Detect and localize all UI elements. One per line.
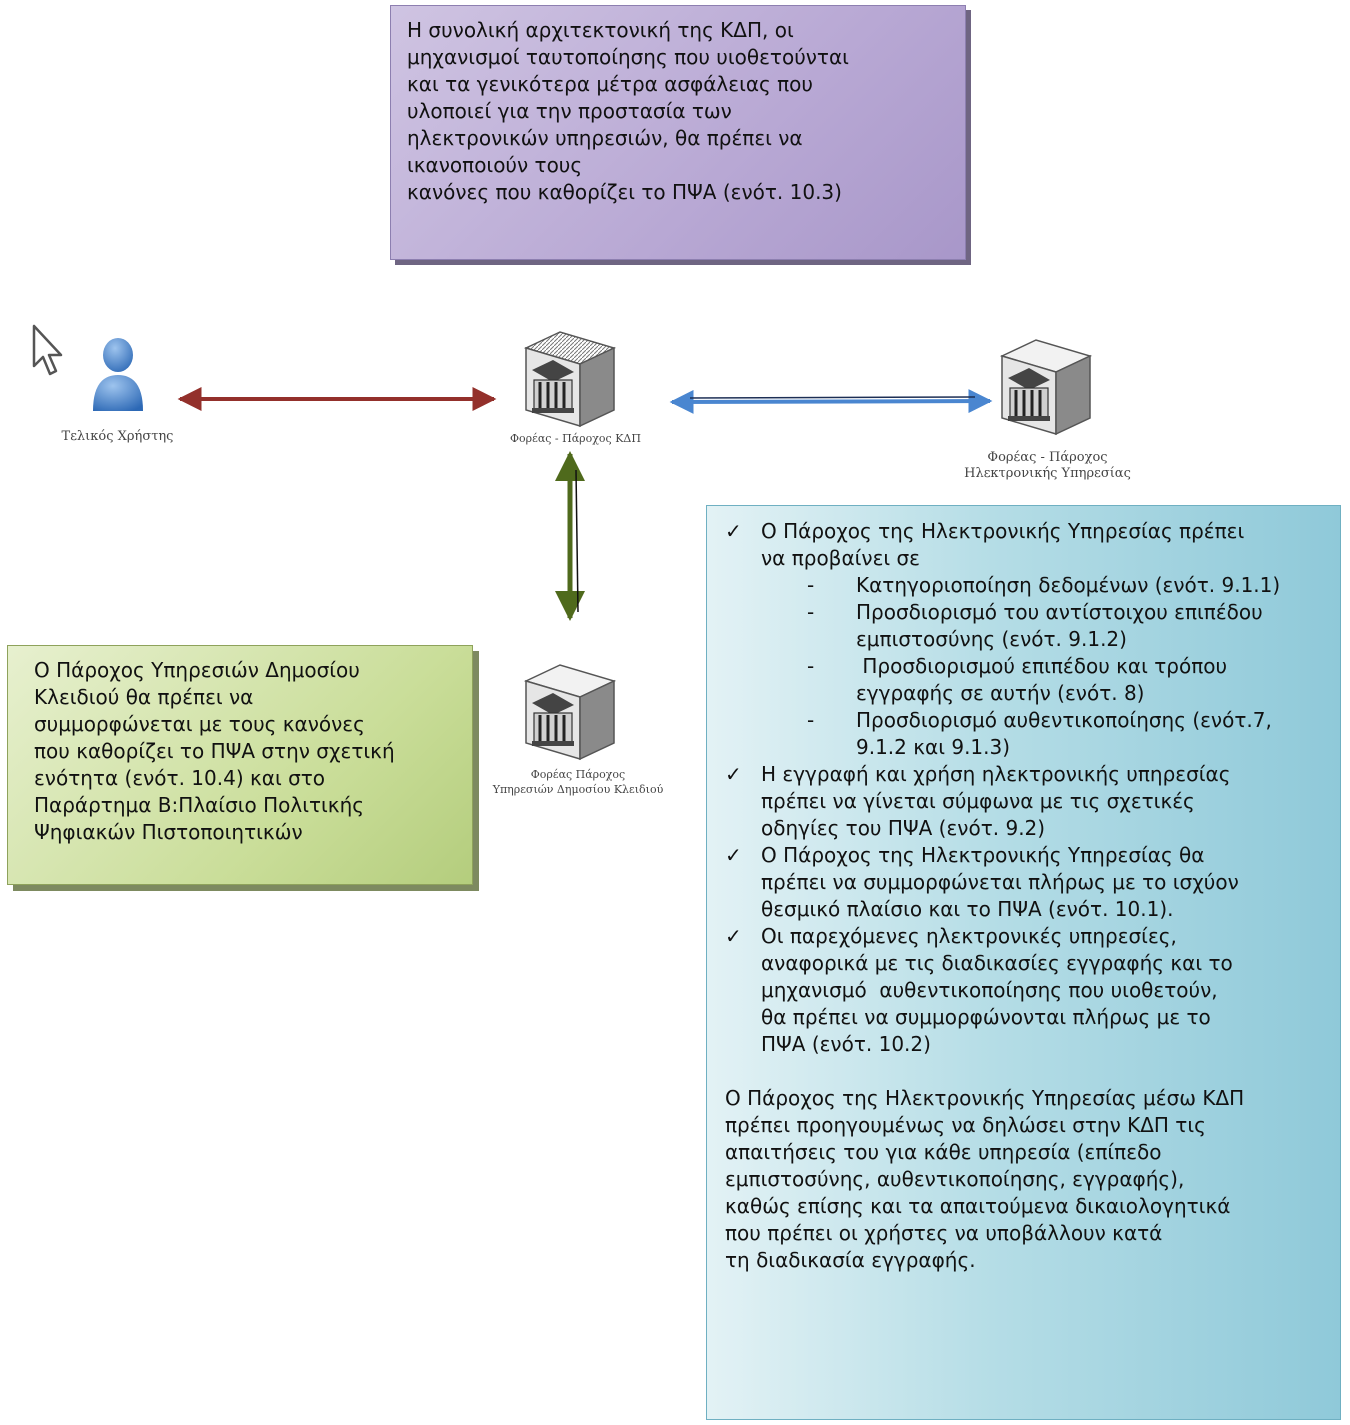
kdp-pki-arrow-outline (575, 469, 579, 613)
requirement-line: να προβαίνει σε (761, 546, 920, 570)
requirement-line: Ο Πάροχος της Ηλεκτρονικής Υπηρεσίας θα (761, 843, 1205, 867)
pki-note-line: Παράρτημα Β:Πλαίσιο Πολιτικής (34, 793, 364, 817)
architecture-note-line: ικανοποιούν τους (407, 153, 583, 177)
dash-bullet: - (807, 600, 815, 624)
eservice-provider-building-icon (999, 339, 1093, 436)
pki-note-line: ενότητα (ενότ. 10.4) και στο (34, 766, 326, 790)
user-icon (93, 338, 143, 411)
end-user-label: Τελικός Χρήστης (61, 429, 174, 444)
requirement-line: πρέπει να συμμορφώνεται πλήρως με το ισχ… (761, 870, 1239, 894)
requirement-line: θα πρέπει να συμμορφώνονται πλήρως με το (761, 1005, 1211, 1029)
requirement-line: θεσμικό πλαίσιο και το ΠΨΑ (ενότ. 10.1). (761, 897, 1174, 921)
requirement-line: Οι παρεχόμενες ηλεκτρονικές υπηρεσίες, (761, 924, 1177, 948)
requirement-line: αναφορικά με τις διαδικασίες εγγραφής κα… (761, 951, 1233, 975)
sub-item-line: Κατηγοριοποίηση δεδομένων (ενότ. 9.1.1) (856, 573, 1281, 597)
pki-note-line: Κλειδιού θα πρέπει να (34, 685, 254, 709)
requirement-line: Η εγγραφή και χρήση ηλεκτρονικής υπηρεσί… (761, 762, 1231, 786)
kdp-provider-label: Φορέας - Πάροχος ΚΔΠ (510, 432, 641, 445)
paragraph-line: Ο Πάροχος της Ηλεκτρονικής Υπηρεσίας μέσ… (725, 1086, 1245, 1110)
pki-note-line: που καθορίζει το ΠΨΑ στην σχετική (34, 739, 395, 763)
check-mark-icon: ✓ (725, 924, 742, 948)
requirement-sub-item: - Κατηγοριοποίηση δεδομένων (ενότ. 9.1.1… (761, 572, 1326, 599)
architecture-note-line: και τα γενικότερα μέτρα ασφάλειας που (407, 72, 813, 96)
paragraph-line: καθώς επίσης και τα απαιτούμενα δικαιολο… (725, 1194, 1231, 1218)
pki-provider-label: Φορέας Πάροχος Υπηρεσιών Δημοσίου Κλειδι… (478, 767, 678, 797)
requirement-item: ✓ Ο Πάροχος της Ηλεκτρονικής Υπηρεσίας θ… (725, 842, 1326, 923)
requirement-item: ✓ Ο Πάροχος της Ηλεκτρονικής Υπηρεσίας π… (725, 518, 1326, 761)
requirement-item: ✓ Οι παρεχόμενες ηλεκτρονικές υπηρεσίες,… (725, 923, 1326, 1058)
dash-bullet: - (807, 708, 815, 732)
pki-note-box: Ο Πάροχος Υπηρεσιών Δημοσίου Κλειδιού θα… (7, 645, 473, 885)
kdp-eservice-arrow-outline (689, 396, 976, 399)
paragraph-line: εμπιστοσύνης, αυθεντικοποίησης, εγγραφής… (725, 1167, 1185, 1191)
dash-bullet: - (807, 654, 815, 678)
declaration-paragraph: Ο Πάροχος της Ηλεκτρονικής Υπηρεσίας μέσ… (725, 1085, 1326, 1274)
requirement-line: ΠΨΑ (ενότ. 10.2) (761, 1032, 931, 1056)
requirement-line: πρέπει να γίνεται σύμφωνα με τις σχετικέ… (761, 789, 1195, 813)
paragraph-line: πρέπει προηγουμένως να δηλώσει στην ΚΔΠ … (725, 1113, 1206, 1137)
architecture-note-line: μηχανισμοί ταυτοποίησης που υιοθετούνται (407, 45, 849, 69)
dash-bullet: - (807, 573, 815, 597)
sub-item-line: Προσδιορισμό του αντίστοιχου επιπέδου (856, 600, 1263, 624)
paragraph-spacer (725, 1058, 1326, 1085)
requirement-item: ✓ Η εγγραφή και χρήση ηλεκτρονικής υπηρε… (725, 761, 1326, 842)
eservice-provider-label-line: Ηλεκτρονικής Υπηρεσίας (964, 466, 1131, 481)
pki-note-line: συμμορφώνεται με τους κανόνες (34, 712, 365, 736)
paragraph-line: απαιτήσεις του για κάθε υπηρεσία (επίπεδ… (725, 1140, 1162, 1164)
eservice-provider-label: Φορέας - Πάροχος Ηλεκτρονικής Υπηρεσίας (960, 450, 1135, 482)
requirement-line: μηχανισμό αυθεντικοποίησης που υιοθετούν… (761, 978, 1218, 1002)
kdp-provider-building-icon (523, 331, 617, 428)
architecture-note-box: Η συνολική αρχιτεκτονική της ΚΔΠ, οι μηχ… (390, 5, 966, 260)
requirement-sub-item: - Προσδιορισμού επιπέδου και τρόπου εγγρ… (761, 653, 1326, 707)
sub-item-line: Προσδιορισμό αυθεντικοποίησης (ενότ.7, (856, 708, 1272, 732)
architecture-note-line: Η συνολική αρχιτεκτονική της ΚΔΠ, οι (407, 18, 794, 42)
check-mark-icon: ✓ (725, 762, 742, 786)
pki-provider-label-line: Υπηρεσιών Δημοσίου Κλειδιού (492, 783, 664, 796)
check-mark-icon: ✓ (725, 519, 742, 543)
pki-provider-building-icon (523, 664, 617, 761)
pki-note-line: Ο Πάροχος Υπηρεσιών Δημοσίου (34, 658, 360, 682)
paragraph-line: τη διαδικασία εγγραφής. (725, 1248, 976, 1272)
check-mark-icon: ✓ (725, 843, 742, 867)
sub-item-line: Προσδιορισμού επιπέδου και τρόπου (856, 654, 1228, 678)
sub-item-line: 9.1.2 και 9.1.3) (856, 735, 1011, 759)
pki-note-line: Ψηφιακών Πιστοποιητικών (34, 820, 303, 844)
eservice-requirements-box: ✓ Ο Πάροχος της Ηλεκτρονικής Υπηρεσίας π… (706, 505, 1341, 1420)
architecture-note-line: κανόνες που καθορίζει το ΠΨΑ (ενότ. 10.3… (407, 180, 842, 204)
requirement-line: Ο Πάροχος της Ηλεκτρονικής Υπηρεσίας πρέ… (761, 519, 1245, 543)
kdp-eservice-arrow (669, 389, 993, 414)
requirements-list: ✓ Ο Πάροχος της Ηλεκτρονικής Υπηρεσίας π… (725, 518, 1326, 1058)
requirement-sub-item: - Προσδιορισμό αυθεντικοποίησης (ενότ.7,… (761, 707, 1326, 761)
cursor-icon (32, 324, 63, 376)
architecture-note-line: υλοποιεί για την προστασία των (407, 99, 732, 123)
requirement-line: οδηγίες του ΠΨΑ (ενότ. 9.2) (761, 816, 1046, 840)
architecture-note-line: ηλεκτρονικών υπηρεσιών, θα πρέπει να (407, 126, 803, 150)
requirement-sub-item: - Προσδιορισμό του αντίστοιχου επιπέδου … (761, 599, 1326, 653)
pki-provider-label-line: Φορέας Πάροχος (530, 768, 626, 781)
requirement-sub-list: - Κατηγοριοποίηση δεδομένων (ενότ. 9.1.1… (761, 572, 1326, 761)
paragraph-line: που πρέπει οι χρήστες να υποβάλλουν κατά (725, 1221, 1163, 1245)
eservice-provider-label-line: Φορέας - Πάροχος (987, 450, 1108, 465)
sub-item-line: εγγραφής σε αυτήν (ενότ. 8) (856, 681, 1145, 705)
sub-item-line: εμπιστοσύνης (ενότ. 9.1.2) (856, 627, 1127, 651)
